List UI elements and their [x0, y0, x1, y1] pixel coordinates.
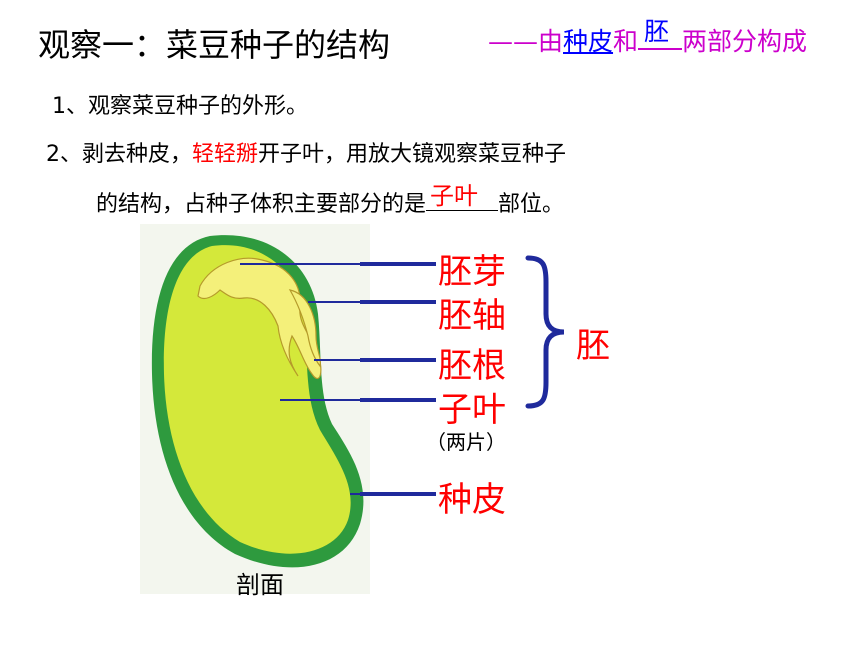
pointer-extensions	[360, 262, 436, 496]
bean-seed-diagram	[140, 224, 370, 594]
step-2-highlight: 轻轻掰	[192, 142, 259, 167]
step-3-answer: 子叶	[430, 182, 479, 210]
label-cotyledon: 子叶	[438, 390, 506, 430]
label-plumule: 胚芽	[438, 252, 506, 292]
subtitle-part1: 由	[538, 27, 564, 56]
subtitle-blank-seed-coat: 种皮	[563, 27, 614, 56]
subtitle: ——由种皮和胚两部分构成	[488, 17, 808, 58]
label-hypocotyl: 胚轴	[438, 296, 506, 336]
label-embryo: 胚	[576, 326, 610, 366]
subtitle-blank-embryo: 胚	[638, 17, 683, 50]
step-3-answer-blank: 子叶	[426, 182, 499, 211]
subtitle-embryo-answer: 胚	[644, 17, 670, 46]
embryo-brace	[525, 255, 565, 409]
radicle-shape	[288, 289, 322, 368]
embryo-shape	[197, 257, 322, 380]
step-3-prefix: 的结构，占种子体积主要部分的是	[96, 192, 427, 217]
label-two-pieces: （两片）	[426, 430, 506, 454]
step-2-prefix: 2、剥去种皮，	[46, 142, 192, 167]
subtitle-dash: ——	[488, 27, 538, 56]
step-3-suffix: 部位。	[498, 192, 565, 217]
diagram-caption: 剖面	[236, 571, 284, 599]
label-seed-coat: 种皮	[438, 480, 506, 520]
label-radicle: 胚根	[438, 346, 506, 386]
subtitle-part2: 和	[613, 27, 639, 56]
step-1: 1、观察菜豆种子的外形。	[52, 94, 308, 119]
step-2: 2、剥去种皮，轻轻掰开子叶，用放大镜观察菜豆种子	[46, 136, 566, 168]
brace-path	[525, 255, 565, 409]
subtitle-part3: 两部分构成	[682, 27, 808, 56]
page-title: 观察一：菜豆种子的结构	[38, 26, 391, 64]
step-3: 的结构，占种子体积主要部分的是子叶部位。	[96, 182, 565, 218]
step-2-suffix: 开子叶，用放大镜观察菜豆种子	[258, 142, 567, 167]
